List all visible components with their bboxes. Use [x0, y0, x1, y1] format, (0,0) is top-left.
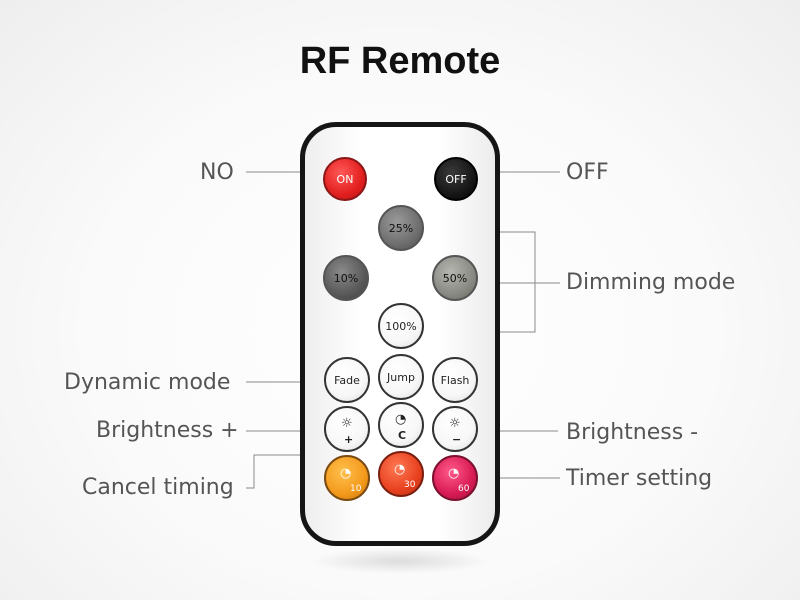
timer-30-label: 30	[404, 480, 416, 490]
cancel-timer-button[interactable]: ◔ C	[378, 402, 424, 448]
label-brightness-minus: Brightness -	[566, 420, 699, 445]
clock-icon: ◔	[448, 466, 460, 481]
timer-60-button[interactable]: ◔ 60	[432, 455, 478, 501]
label-cancel-timing: Cancel timing	[82, 475, 234, 500]
off-button-label: OFF	[445, 172, 467, 186]
flash-label: Flash	[440, 373, 470, 387]
label-off: OFF	[566, 160, 609, 185]
timer-30-button[interactable]: ◔ 30	[378, 451, 424, 497]
plus-sign: +	[344, 433, 354, 446]
label-no: NO	[200, 160, 234, 185]
remote-shadow	[310, 548, 490, 574]
on-button[interactable]: ON	[323, 157, 367, 201]
dim-100-label: 100%	[385, 319, 417, 333]
jump-button[interactable]: Jump	[378, 354, 424, 400]
dim-25-label: 25%	[388, 221, 414, 235]
page-title: RF Remote	[299, 40, 501, 82]
fade-label: Fade	[334, 373, 360, 387]
cancel-sign: C	[398, 429, 407, 442]
brightness-minus-button[interactable]: ☼ −	[432, 406, 478, 452]
timer-10-label: 10	[350, 484, 362, 494]
dim-10-button[interactable]: 10%	[323, 255, 369, 301]
timer-60-label: 60	[458, 484, 470, 494]
brightness-plus-button[interactable]: ☼ +	[324, 406, 370, 452]
dim-100-button[interactable]: 100%	[378, 303, 424, 349]
label-dimming-mode: Dimming mode	[566, 270, 736, 295]
minus-sign: −	[452, 433, 462, 446]
label-dynamic-mode: Dynamic mode	[64, 370, 231, 395]
clock-icon: ◔	[394, 462, 406, 477]
clock-icon: ◔	[395, 412, 407, 427]
label-timer-setting: Timer setting	[566, 466, 713, 491]
dim-50-button[interactable]: 50%	[432, 255, 478, 301]
timer-10-button[interactable]: ◔ 10	[324, 455, 370, 501]
sun-icon: ☼	[341, 416, 353, 431]
clock-icon: ◔	[340, 466, 352, 481]
off-button[interactable]: OFF	[434, 157, 478, 201]
jump-label: Jump	[387, 370, 415, 384]
dim-10-label: 10%	[333, 271, 359, 285]
dim-25-button[interactable]: 25%	[378, 205, 424, 251]
label-brightness-plus: Brightness +	[96, 418, 239, 443]
dim-50-label: 50%	[442, 271, 468, 285]
flash-button[interactable]: Flash	[432, 357, 478, 403]
on-button-label: ON	[336, 172, 354, 186]
fade-button[interactable]: Fade	[324, 357, 370, 403]
sun-icon: ☼	[449, 416, 461, 431]
